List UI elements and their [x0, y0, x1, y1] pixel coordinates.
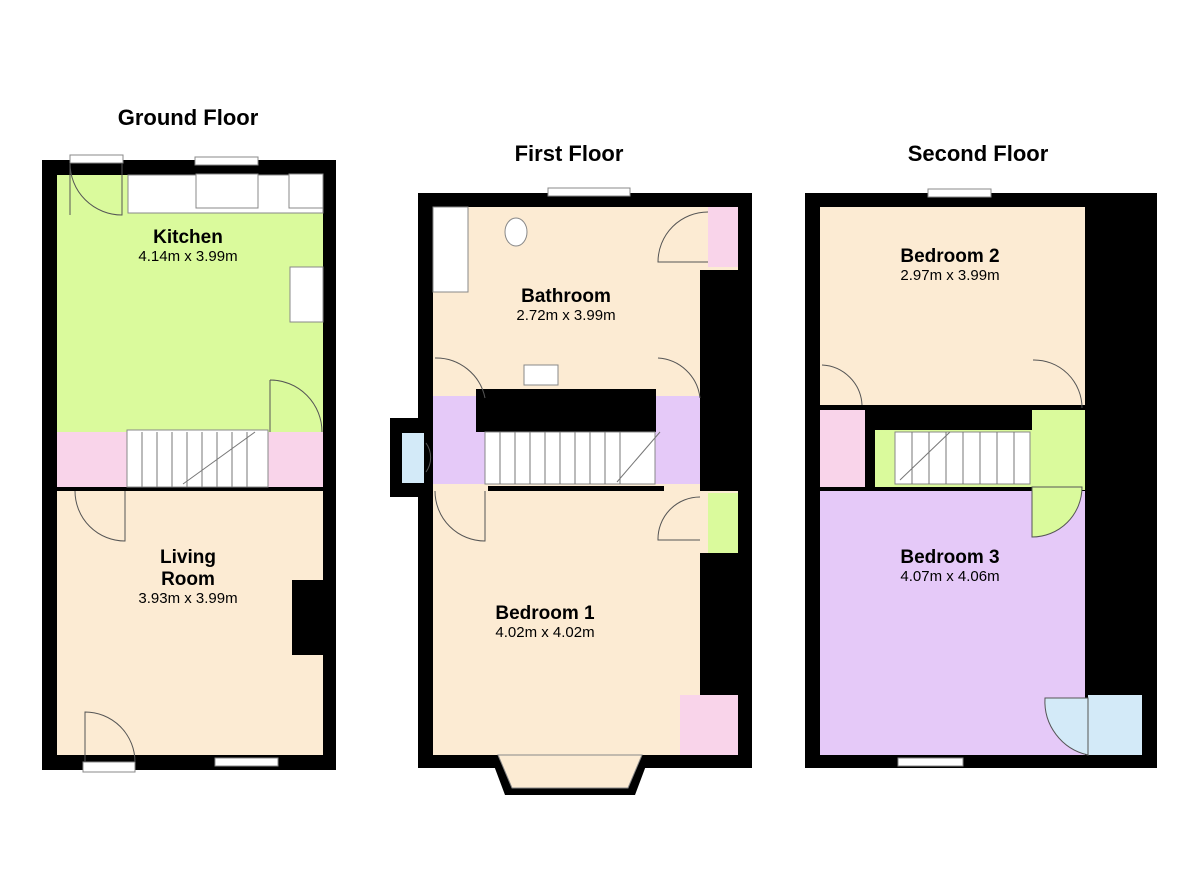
door-icon	[69, 162, 123, 216]
living-room-label-2: Room	[161, 569, 215, 590]
bedroom-2-dims: 2.97m x 3.99m	[900, 267, 999, 284]
door-icon	[1032, 359, 1083, 409]
window-icon	[547, 187, 631, 197]
bathroom-dims: 2.72m x 3.99m	[516, 307, 615, 324]
stairs-icon	[484, 431, 656, 485]
bathroom	[433, 207, 700, 390]
door-icon	[269, 379, 323, 433]
hob-icon	[288, 173, 324, 209]
chimney-breast	[292, 580, 323, 655]
bedroom-1-dims: 4.02m x 4.02m	[495, 624, 594, 641]
door-icon	[84, 711, 136, 763]
stair-steps	[499, 431, 661, 484]
bedroom-1	[433, 491, 700, 755]
bath-icon	[432, 206, 469, 293]
bay-window-icon	[497, 754, 643, 789]
bedroom-3-dims: 4.07m x 4.06m	[900, 568, 999, 585]
bedroom-2-label: Bedroom 2	[900, 246, 999, 267]
door-icon	[425, 442, 432, 473]
living-room-dims: 3.93m x 3.99m	[138, 590, 237, 607]
toilet-icon	[504, 217, 528, 247]
appliance	[289, 266, 324, 323]
second-floor: Second Floor Bedroom 2 2.97m x 3.99m Bed…	[805, 141, 1157, 768]
door-icon	[1044, 697, 1089, 756]
first-floor-title: First Floor	[515, 141, 624, 166]
door-icon	[1031, 486, 1083, 538]
door-opening	[69, 154, 124, 164]
cupboard	[1088, 695, 1142, 755]
door-icon	[657, 211, 709, 263]
kitchen-dims: 4.14m x 3.99m	[138, 248, 237, 265]
cupboard	[708, 207, 738, 267]
second-floor-title: Second Floor	[908, 141, 1049, 166]
landing	[1032, 410, 1085, 490]
bedroom-3-label: Bedroom 3	[900, 547, 999, 568]
sink-icon	[195, 173, 259, 209]
wall	[488, 486, 664, 491]
wall	[476, 389, 656, 432]
living-room-label-1: Living	[160, 547, 216, 568]
door-icon	[657, 496, 701, 541]
stair-steps	[899, 431, 1015, 484]
stair-steps	[141, 431, 256, 487]
cupboard	[402, 433, 424, 483]
hall	[57, 432, 127, 487]
hall	[268, 432, 323, 487]
cupboard	[820, 410, 865, 487]
basin-icon	[523, 364, 559, 386]
bedroom-1-label: Bedroom 1	[495, 603, 595, 624]
ground-floor-title: Ground Floor	[118, 105, 259, 130]
window-icon	[194, 156, 259, 166]
window-icon	[214, 757, 279, 767]
landing	[655, 396, 700, 484]
kitchen-label: Kitchen	[153, 227, 223, 248]
ground-floor: Ground Floor Kitchen 4.14m x 3.99m Livin…	[42, 105, 336, 773]
wardrobe	[680, 695, 738, 755]
door-opening	[82, 761, 136, 773]
door-icon	[434, 490, 486, 542]
first-floor: First Floor Bathroom 2.72m x 3.99m	[390, 141, 752, 795]
window-icon	[897, 757, 964, 767]
door-icon	[821, 364, 863, 406]
door-icon	[74, 490, 126, 542]
bedroom-2	[820, 207, 1085, 405]
window-icon	[927, 188, 992, 198]
bathroom-label: Bathroom	[521, 286, 611, 307]
door-icon	[434, 357, 486, 399]
cupboard	[708, 493, 738, 553]
living-room	[57, 491, 323, 755]
kitchen	[57, 175, 323, 432]
door-icon	[657, 357, 701, 399]
